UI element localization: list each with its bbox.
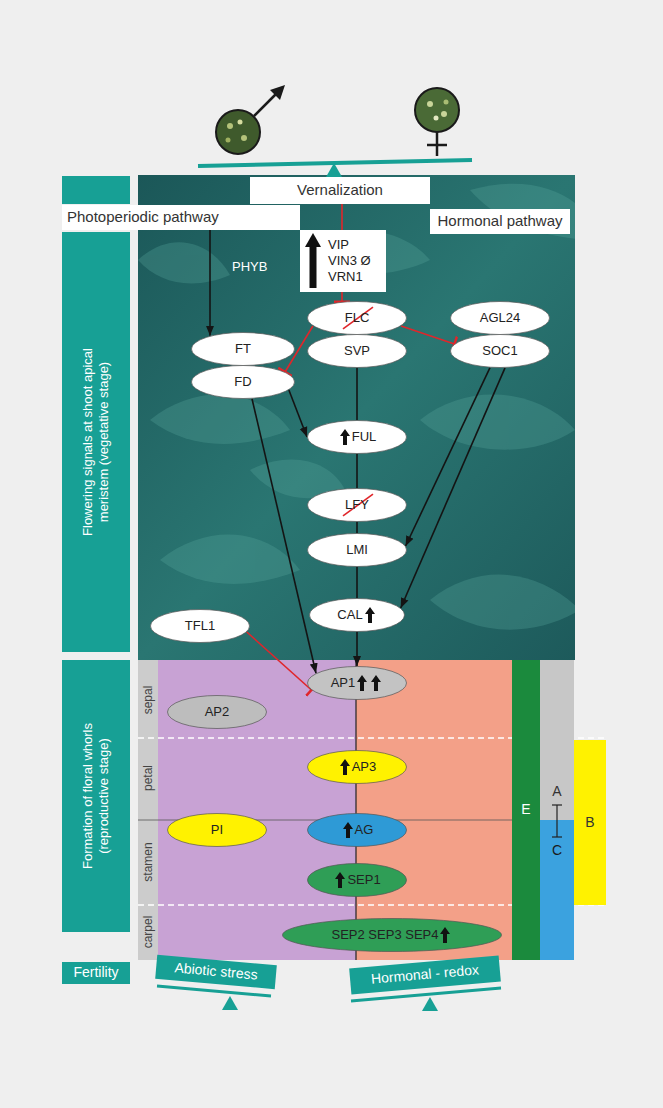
gene-name: FT [235,341,251,357]
section-label: Fertility [62,962,130,984]
pathway-box: Hormonal pathway [430,209,570,234]
gene-ellipse: LFY [307,488,407,522]
gene-ellipse: SEP2 SEP3 SEP4 [282,918,502,952]
gene-name: CAL [337,607,362,623]
gene-name: AGL24 [480,310,520,326]
label-text: Vernalization [297,181,383,200]
up-arrow-symbol [371,675,381,691]
activation-connector [401,368,505,608]
gene-ellipse: FLC [307,301,407,335]
whorl-label: sepal [141,686,155,715]
class-letter: B [585,814,594,832]
gene-list-box: VIPVIN3 ØVRN1 [300,230,386,292]
gene-name: LMI [346,542,368,558]
gene-name: VRN1 [328,269,363,285]
gene-ellipse: TFL1 [150,609,250,643]
class-letter: A [552,783,561,801]
gene-name: FUL [352,429,377,445]
gene-ellipse: FT [191,332,295,366]
class-band: C [540,820,574,960]
gene-name: TFL1 [185,618,215,634]
floral-whorl-regions [138,660,606,960]
gene-name: LFY [345,497,369,513]
gene-ellipse: LMI [307,533,407,567]
up-arrow-symbol [365,607,375,623]
activation-connector [341,204,343,230]
stage-label: Flowering signals at shoot apical merist… [62,232,130,652]
activation-connector [289,390,307,437]
gene-name: SOC1 [482,343,517,359]
gene-name: FLC [345,310,370,326]
gene-name: FD [234,374,251,390]
label-text: Fertility [73,964,118,982]
whorl-label: stamen [141,842,155,881]
gene-name: PI [211,822,223,838]
inhibition-connector [341,292,343,302]
gene-ellipse: CAL [309,598,405,632]
class-band: B [574,740,606,905]
edge-label: PHYB [232,259,267,275]
activation-connector [252,399,316,674]
sex-balance [198,85,472,177]
gene-ellipse: SEP1 [307,863,407,897]
gene-name: SEP2 SEP3 SEP4 [332,927,439,943]
stage-label-text: Flowering signals at shoot apical merist… [80,322,113,562]
label-text: Hormonal - redox [370,962,479,989]
label-text: Hormonal pathway [437,212,562,231]
activation-connector [356,368,358,420]
up-arrow-symbol [343,822,353,838]
sidebar-block [62,176,130,204]
gene-ellipse: AGL24 [450,301,550,335]
inhibition-connector [401,326,454,344]
pathway-box: Photoperiodic pathway [62,205,300,230]
up-arrow-symbol [340,759,350,775]
pathway-box: Vernalization [250,177,430,204]
stage-label-text: Formation of floral whorls (reproductive… [80,701,113,891]
gene-name: VIN3 Ø [328,253,371,269]
class-band: A [540,660,574,820]
activation-connector [356,454,358,488]
class-letter: C [552,842,562,860]
ellipse-outline [307,666,407,700]
up-arrow-symbol [357,675,367,691]
activation-connector [209,230,211,336]
gene-name: AP2 [205,704,230,720]
up-arrow-symbol [335,872,345,888]
gene-name: AP3 [352,759,377,775]
gene-ellipse: SVP [307,334,407,368]
whorl-label: petal [141,765,155,791]
up-arrow-symbol [340,429,350,445]
gene-ellipse: FUL [307,420,407,454]
activation-connector [356,522,358,533]
gene-name: SVP [344,343,370,359]
gene-ellipse: FD [191,365,295,399]
label-text: Abiotic stress [174,960,258,985]
label-text: Photoperiodic pathway [67,208,219,227]
fertility-balance [157,986,501,1011]
up-arrow-symbol [440,927,450,943]
gene-name: AG [355,822,374,838]
activation-connector [356,632,358,666]
gene-ellipse: AP2 [167,695,267,729]
class-band: E [512,660,540,960]
activation-connector [406,368,490,546]
gene-name: SEP1 [347,872,380,888]
inhibition-connector [247,632,312,690]
gene-ellipse: PI [167,813,267,847]
leaf-illustration [138,184,575,630]
gene-ellipse: AP1 [307,666,407,700]
whorl-label: carpel [141,916,155,949]
gene-ellipse: AP3 [307,750,407,784]
class-letter: E [521,801,530,819]
activation-connector [356,567,358,598]
gene-ellipse: SOC1 [450,334,550,368]
gene-ellipse: AG [307,813,407,847]
gene-name: AP1 [331,675,356,691]
gene-name: VIP [328,237,349,253]
stage-label: Formation of floral whorls (reproductive… [62,660,130,932]
